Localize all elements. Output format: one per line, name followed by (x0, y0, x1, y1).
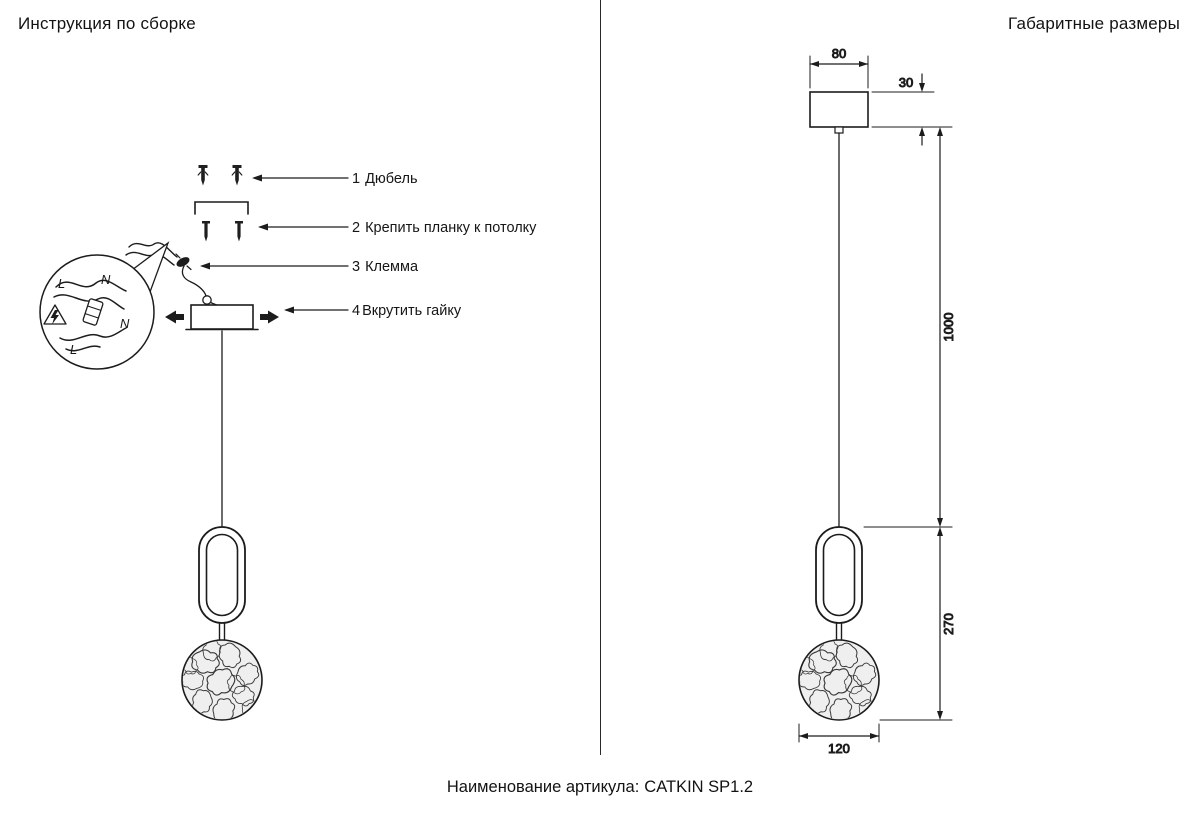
wire-label-l-top: L (58, 276, 65, 291)
callout-arrow-2 (258, 223, 349, 231)
svg-text:30: 30 (899, 75, 913, 90)
terminal-block-icon (82, 298, 104, 326)
canopy-assembly-view (190, 304, 254, 330)
assembly-title: Инструкция по сборке (18, 14, 196, 33)
svg-text:120: 120 (828, 741, 850, 756)
screw-right-icon (235, 221, 243, 242)
shade-dimension-view (796, 637, 880, 726)
callout-arrow-4 (284, 306, 349, 314)
dim-shade-diameter: 120 (798, 723, 880, 757)
wire-label-n-mid: N (120, 316, 130, 331)
ring-dimension-view (815, 526, 863, 644)
dim-canopy-width: 80 (809, 46, 869, 89)
svg-text:270: 270 (941, 613, 956, 635)
canopy-dimension-view (809, 91, 869, 128)
canopy-nipple (834, 126, 844, 134)
wire-label-l-bottom: L (70, 342, 77, 357)
dowel-left-icon (197, 165, 209, 186)
mounting-bracket (194, 201, 249, 215)
article-line: Наименование артикула:CATKIN SP1.2 (0, 778, 1200, 797)
dimensions-title: Габаритные размеры (1008, 14, 1180, 33)
terminal-clamp-icon (176, 257, 190, 267)
dim-fixture-height: 270 (863, 526, 957, 721)
svg-text:80: 80 (832, 46, 846, 61)
screw-direction-right-arrow-icon (260, 310, 279, 324)
wiring-detail-bubble: L N N L (39, 241, 170, 370)
dim-canopy-height: 30 (871, 73, 935, 146)
wire-label-n-top: N (101, 272, 111, 287)
warning-triangle-icon (43, 304, 67, 325)
shade-assembly-view (179, 637, 263, 726)
callout-arrow-3 (200, 262, 349, 270)
dim-cable-length: 1000 (927, 126, 957, 528)
dowel-right-icon (231, 165, 243, 186)
detail-wires (53, 279, 127, 352)
dimension-diagram: 80 30 1000 (796, 46, 957, 757)
svg-text:1000: 1000 (941, 313, 956, 342)
callout-arrow-1 (252, 174, 349, 182)
ring-assembly-view (198, 526, 246, 644)
article-label: Наименование артикула: (446, 778, 640, 796)
screw-direction-left-arrow-icon (165, 310, 184, 324)
screw-left-icon (202, 221, 210, 242)
article-value: CATKIN SP1.2 (644, 778, 754, 796)
